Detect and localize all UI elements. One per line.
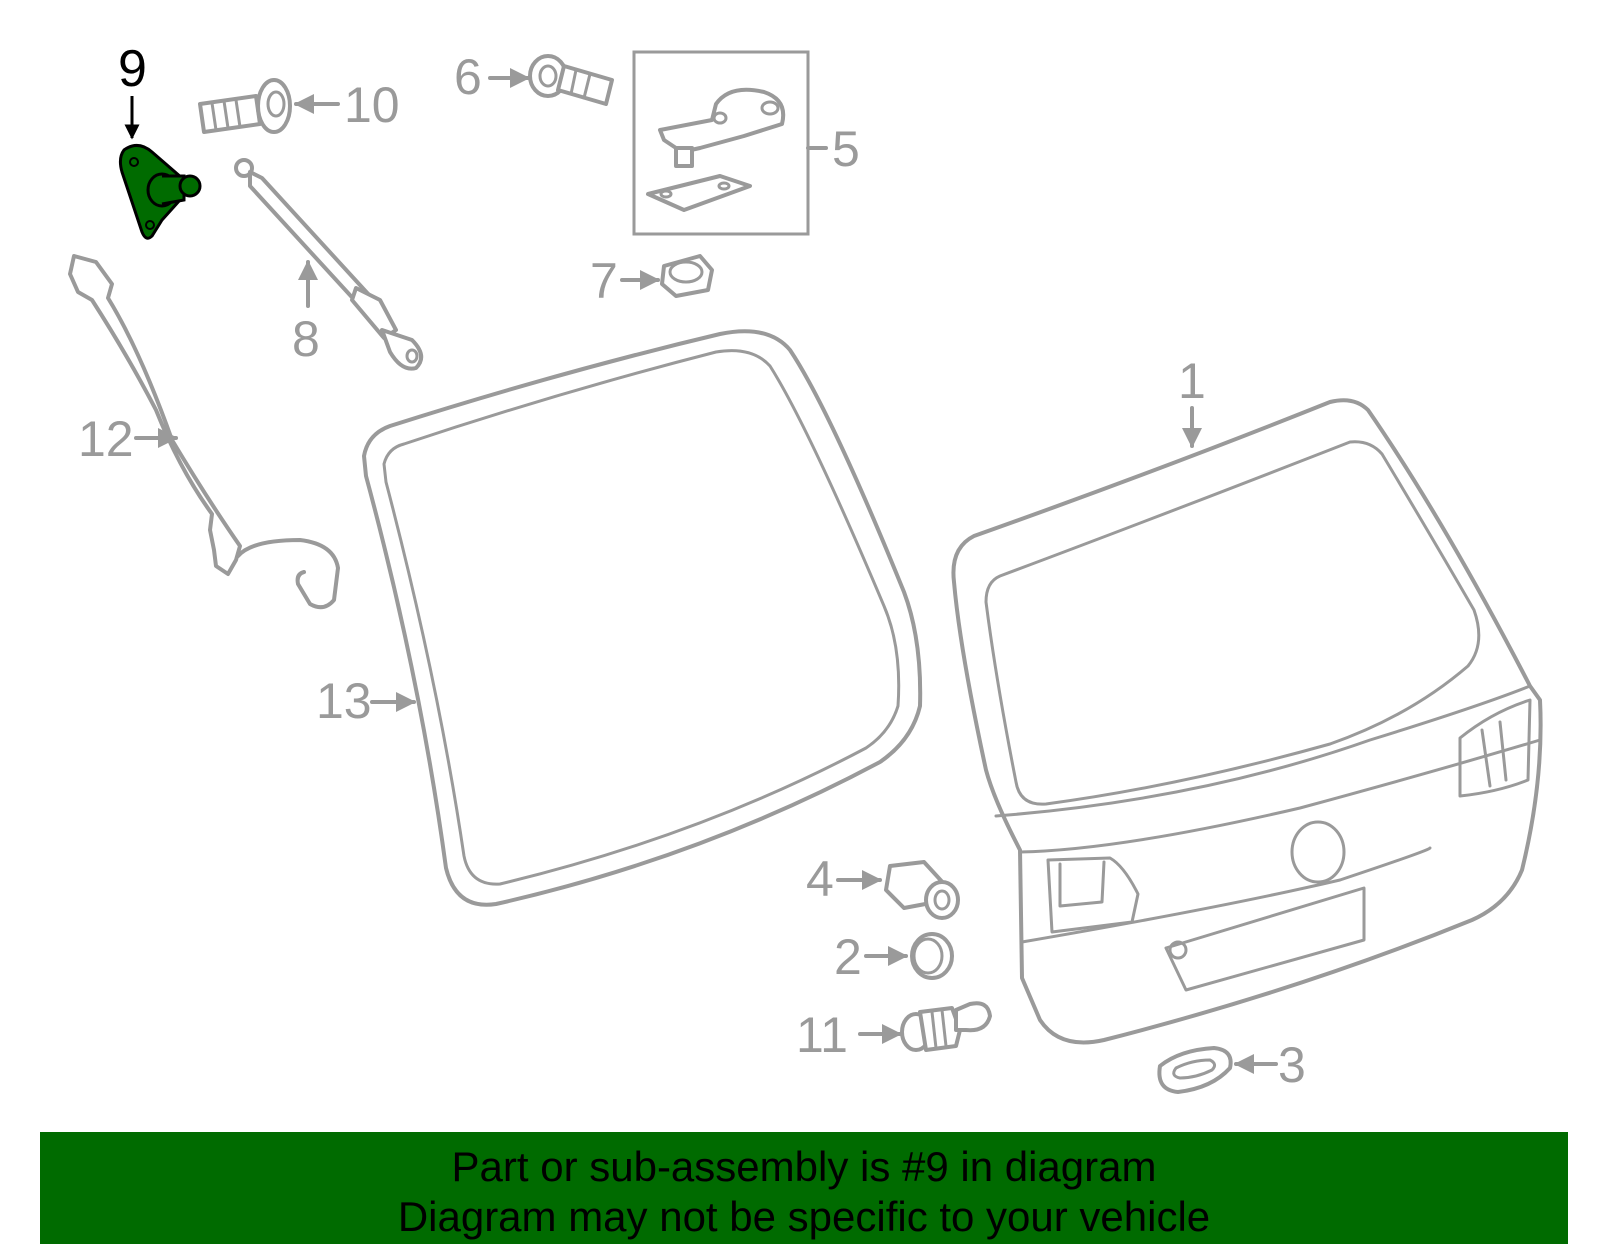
callout-11: 11: [796, 1007, 902, 1063]
svg-text:9: 9: [118, 40, 147, 98]
svg-text:6: 6: [454, 49, 482, 105]
callout-12: 12: [78, 411, 178, 467]
part-6-bolt[interactable]: [528, 54, 614, 106]
part-5-hinge-box[interactable]: [632, 50, 810, 236]
part-3-grommet[interactable]: [1157, 1046, 1233, 1094]
callout-1: 1: [1178, 353, 1206, 448]
part-10-bolt[interactable]: [198, 78, 292, 134]
callout-3: 3: [1234, 1037, 1306, 1093]
part-7-nut[interactable]: [660, 254, 714, 298]
banner-line-1: Part or sub-assembly is #9 in diagram: [451, 1143, 1157, 1190]
part-4-switch[interactable]: [884, 860, 960, 920]
part-9-ball-stud-bracket[interactable]: [118, 144, 202, 240]
svg-text:4: 4: [806, 851, 834, 907]
callout-8: 8: [292, 260, 320, 367]
svg-text:5: 5: [832, 121, 860, 177]
part-2-plug[interactable]: [910, 932, 954, 980]
banner-line-2: Diagram may not be specific to your vehi…: [397, 1193, 1211, 1240]
part-11-ball-stud[interactable]: [900, 1001, 992, 1052]
svg-text:7: 7: [590, 253, 618, 309]
svg-text:13: 13: [316, 673, 372, 729]
svg-text:11: 11: [796, 1007, 848, 1063]
info-banner: Part or sub-assembly is #9 in diagram Di…: [40, 1132, 1568, 1244]
callout-5: 5: [806, 121, 860, 177]
callout-7: 7: [590, 253, 660, 309]
svg-text:1: 1: [1178, 353, 1206, 409]
svg-text:8: 8: [292, 311, 320, 367]
callout-9: 9: [118, 40, 147, 140]
part-13-glass-seal[interactable]: [362, 329, 923, 907]
svg-text:12: 12: [78, 411, 134, 467]
callout-6: 6: [454, 49, 530, 105]
callout-13: 13: [316, 673, 416, 729]
svg-text:10: 10: [344, 77, 400, 133]
part-1-liftgate[interactable]: [951, 398, 1543, 1045]
callout-2: 2: [834, 929, 908, 985]
parts-diagram: 9 10 8 6: [68, 40, 1543, 1094]
svg-text:3: 3: [1278, 1037, 1306, 1093]
callout-4: 4: [806, 851, 882, 907]
callout-10: 10: [294, 77, 400, 133]
svg-text:2: 2: [834, 929, 862, 985]
part-8-gas-strut[interactable]: [234, 158, 424, 371]
part-12-rail[interactable]: [68, 254, 340, 610]
